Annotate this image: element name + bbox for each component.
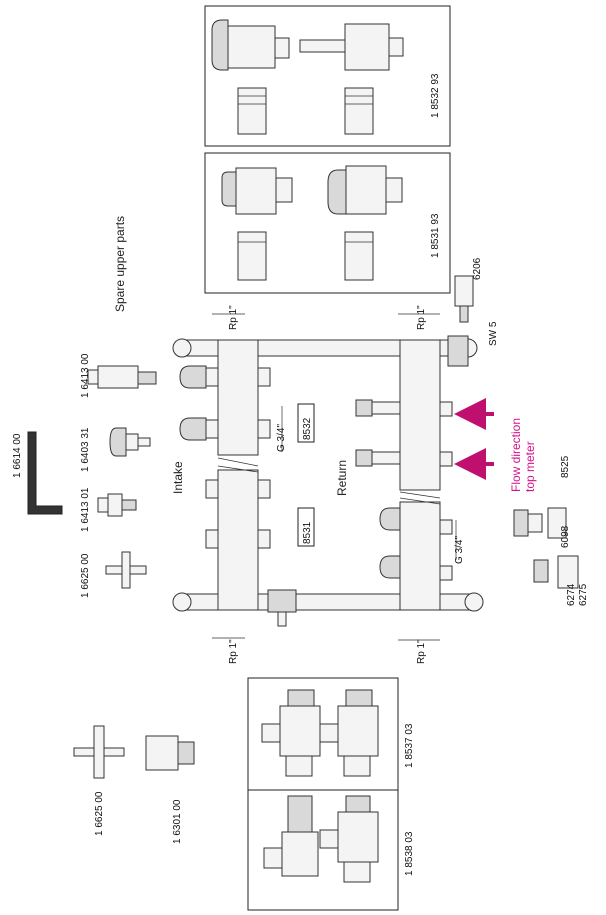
label-16301-00: 1 6301 00 — [172, 799, 183, 844]
spare-box-18532 — [204, 5, 451, 147]
valve-18538-a — [263, 795, 319, 877]
box-8532 — [297, 403, 315, 443]
label-8531: 8531 — [302, 521, 313, 544]
tool-16625-00-bottom — [73, 725, 125, 779]
label-16625-00-bottom: 1 6625 00 — [94, 791, 105, 836]
tool-16403-31 — [109, 427, 151, 457]
valve-18538-b — [319, 795, 379, 883]
label-18532-93: 1 8532 93 — [430, 73, 441, 118]
intake-label: Intake — [171, 461, 185, 494]
label-sw5: SW 5 — [488, 321, 499, 346]
label-18531-93: 1 8531 93 — [430, 213, 441, 258]
label-16413-01: 1 6413 01 — [80, 487, 91, 532]
label-rp1-d: Rp 1" — [416, 639, 427, 664]
label-16413-00: 1 6413 00 — [80, 353, 91, 398]
label-18537-03: 1 8537 03 — [404, 723, 415, 768]
upper-part-18531-b — [327, 165, 403, 215]
tool-16413-01 — [97, 493, 137, 517]
fitting-6206 — [454, 275, 474, 323]
tool-16301-00 — [145, 735, 195, 771]
label-16614-00: 1 6614 00 — [12, 433, 23, 478]
box-8531 — [297, 507, 315, 547]
valve-18537-b — [319, 689, 379, 777]
label-6275: 6275 — [578, 583, 589, 606]
upper-part-18532-b — [299, 23, 404, 71]
flow-direction-label: Flow direction — [509, 418, 523, 492]
label-rp1-c: Rp 1" — [228, 639, 239, 664]
spare-upper-parts-label: Spare upper parts — [113, 216, 127, 312]
nipple-18531 — [237, 231, 374, 281]
label-g34-bottom: G 3/4" — [454, 536, 465, 564]
label-rp1-a: Rp 1" — [228, 305, 239, 330]
label-g34-top: G 3/4" — [276, 424, 287, 452]
label-8525: 8525 — [560, 455, 571, 478]
manifold-assembly — [172, 335, 484, 627]
hex-key-16614 — [27, 431, 63, 515]
label-16625-00-top: 1 6625 00 — [80, 553, 91, 598]
upper-part-18531-a — [221, 167, 293, 215]
label-6274: 6274 — [566, 583, 577, 606]
upper-part-18532-a — [211, 19, 290, 71]
top-meter-label: top meter — [523, 441, 537, 492]
fitting-6098 — [513, 507, 567, 539]
label-18538-03: 1 8538 03 — [404, 831, 415, 876]
valve-18537-a — [261, 689, 321, 777]
label-16403-31: 1 6403 31 — [80, 427, 91, 472]
label-6098: 6098 — [560, 525, 571, 548]
return-label: Return — [335, 460, 349, 496]
valve-box-18538 — [247, 789, 399, 911]
label-rp1-b: Rp 1" — [416, 305, 427, 330]
dimension-marks — [212, 313, 457, 641]
label-6206: 6206 — [472, 257, 483, 280]
tool-16625-00-top — [105, 551, 147, 589]
label-8532: 8532 — [302, 417, 313, 440]
tool-16413-00 — [87, 365, 157, 389]
spare-box-18531 — [204, 152, 451, 294]
nipple-18532 — [237, 87, 374, 135]
fitting-6274-6275 — [533, 555, 579, 589]
